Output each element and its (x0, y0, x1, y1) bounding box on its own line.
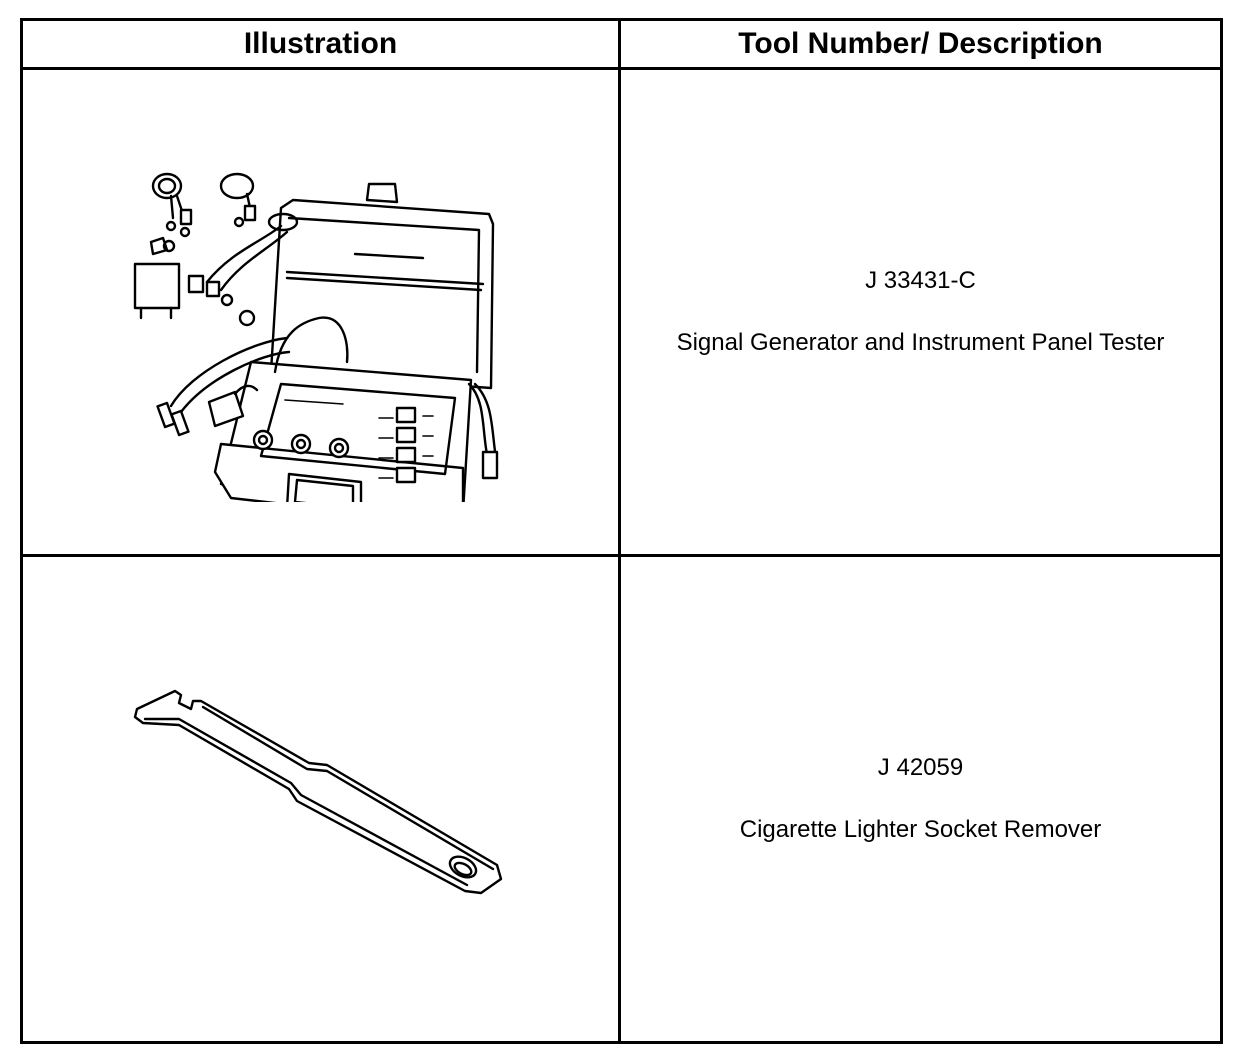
table-row: J 33431-C Signal Generator and Instrumen… (20, 67, 1223, 557)
description-cell: J 42059 Cigarette Lighter Socket Remover (618, 554, 1223, 1044)
tool-table: Illustration Tool Number/ Description (20, 18, 1223, 1044)
description-cell: J 33431-C Signal Generator and Instrumen… (618, 67, 1223, 557)
illustration-cell (20, 554, 621, 1044)
signal-generator-case-icon (133, 172, 498, 502)
tool-number: J 42059 (877, 754, 964, 781)
tool-description: Cigarette Lighter Socket Remover (739, 816, 1102, 843)
tool-description: Signal Generator and Instrument Panel Te… (676, 329, 1165, 356)
header-illustration: Illustration (20, 18, 621, 70)
table-row: J 42059 Cigarette Lighter Socket Remover (20, 554, 1223, 1044)
header-tool-description: Tool Number/ Description (618, 18, 1223, 70)
socket-remover-tool-icon (133, 689, 502, 895)
tool-number: J 33431-C (865, 267, 976, 294)
header-row: Illustration Tool Number/ Description (20, 18, 1223, 70)
illustration-cell (20, 67, 621, 557)
